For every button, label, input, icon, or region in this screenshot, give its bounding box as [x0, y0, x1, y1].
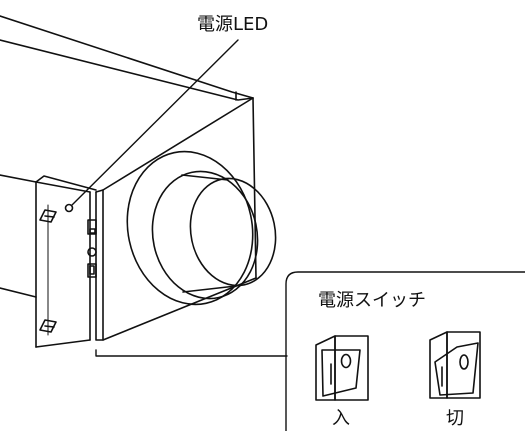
led-indicator-icon — [64, 203, 74, 213]
front-panel-jack — [87, 247, 97, 257]
switch-on-label: 入 — [332, 408, 350, 429]
rack-bracket — [0, 174, 97, 348]
switch-off-label: 切 — [446, 408, 464, 429]
front-panel-connector — [87, 263, 97, 278]
switch-panel-frame — [285, 271, 525, 432]
switch-panel-title: 電源スイッチ — [318, 290, 426, 311]
front-panel-switch — [87, 219, 97, 235]
device-side-face — [95, 97, 257, 341]
rocker-switch-on-icon — [315, 335, 369, 401]
led-label: 電源LED — [197, 14, 268, 35]
device-top-panel — [0, 15, 254, 101]
led-leader-line — [71, 39, 239, 206]
rocker-switch-off-icon — [429, 331, 481, 399]
bracket-handle-top — [39, 209, 57, 223]
cylinder-component — [126, 150, 277, 306]
bracket-handle-bottom — [39, 319, 57, 333]
switch-leader-line — [95, 349, 288, 357]
